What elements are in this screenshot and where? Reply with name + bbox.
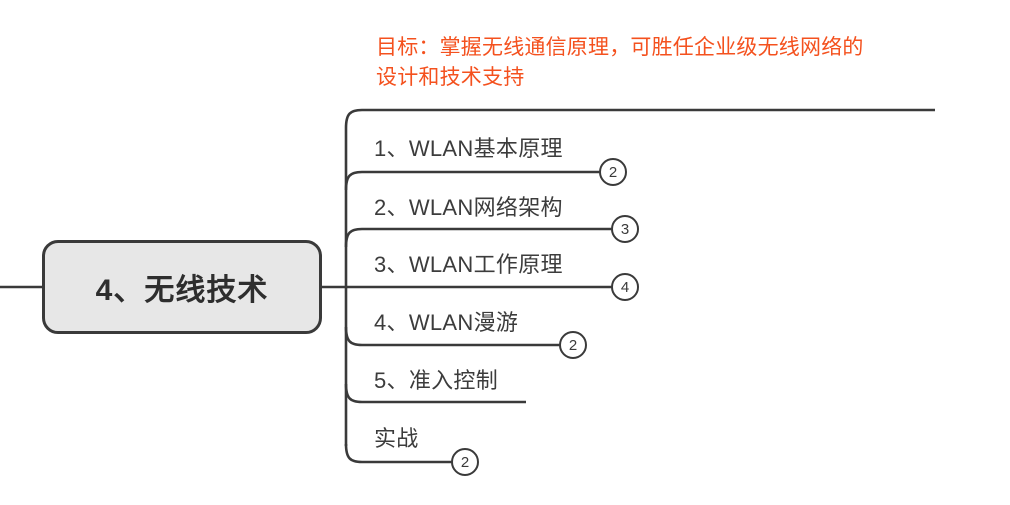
branch-label-1[interactable]: 1、WLAN基本原理 [374,136,563,161]
branch-line-5 [344,383,526,404]
root-node[interactable]: 4、无线技术 [42,240,322,334]
branch-label-6[interactable]: 实战 [374,426,419,451]
branch-badge-1[interactable]: 2 [599,158,627,186]
branch-badge-2[interactable]: 3 [611,215,639,243]
branch-label-2[interactable]: 2、WLAN网络架构 [374,195,563,220]
branch-label-4[interactable]: 4、WLAN漫游 [374,310,519,335]
branch-line-1 [344,170,600,191]
branch-line-2 [344,227,612,248]
branch-line-4 [344,326,560,347]
branch-badge-6[interactable]: 2 [451,448,479,476]
branch-badge-3[interactable]: 4 [611,273,639,301]
branch-badge-4[interactable]: 2 [559,331,587,359]
branch-line-6 [344,443,452,464]
branch-label-5[interactable]: 5、准入控制 [374,368,499,393]
goal-note: 目标：掌握无线通信原理，可胜任企业级无线网络的 设计和技术支持 [376,36,864,89]
branch-line-goal [344,108,935,129]
branch-label-3[interactable]: 3、WLAN工作原理 [374,252,563,277]
root-node-label: 4、无线技术 [95,274,269,307]
